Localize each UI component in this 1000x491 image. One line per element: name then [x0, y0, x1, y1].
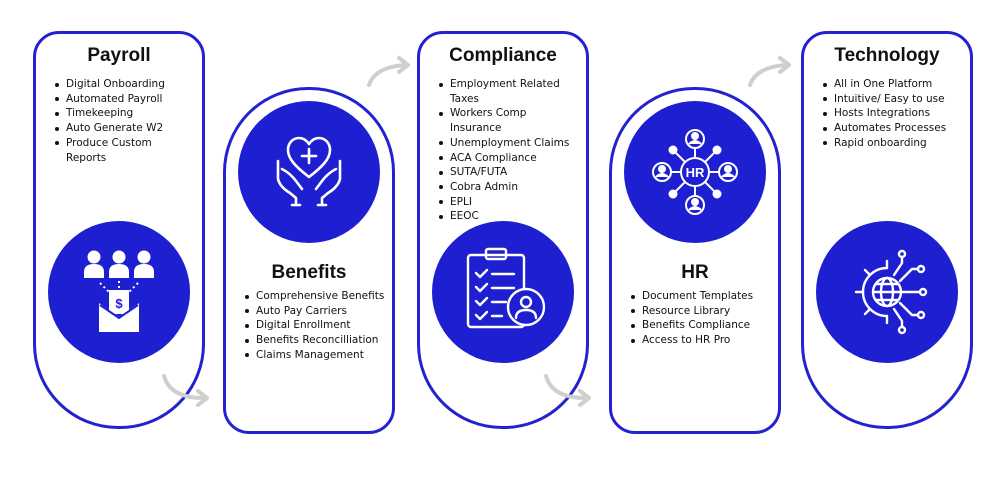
list-item: ACA Compliance: [438, 151, 573, 166]
technology-card: Technology All in One Platform Intuitive…: [801, 31, 973, 429]
list-item: SUTA/FUTA: [438, 165, 573, 180]
arrow-payroll-to-benefits: [162, 374, 209, 407]
technology-icon-circle: [816, 221, 958, 363]
list-item: Digital Enrollment: [244, 318, 394, 333]
benefits-icon-circle: [238, 101, 380, 243]
list-item: Hosts Integrations: [822, 106, 967, 121]
hr-icon-text: HR: [686, 165, 705, 180]
list-item: Benefits Reconcilliation: [244, 333, 394, 348]
list-item: Cobra Admin: [438, 180, 573, 195]
arrow-compliance-to-hr: [544, 374, 591, 407]
list-item: Produce Custom Reports: [54, 136, 194, 165]
compliance-card: Compliance Employment Related Taxes Work…: [417, 31, 589, 429]
list-item: Employment Related Taxes: [438, 77, 573, 106]
payroll-icon-circle: $: [48, 221, 190, 363]
list-item: Resource Library: [630, 304, 780, 319]
card-item-list: All in One Platform Intuitive/ Easy to u…: [822, 77, 967, 151]
list-item: Claims Management: [244, 348, 394, 363]
list-item: Unemployment Claims: [438, 136, 573, 151]
clipboard-checklist-user-icon: [466, 247, 546, 329]
hr-card: HR HR Document Templates Resource Librar…: [609, 87, 781, 434]
card-title: HR: [681, 262, 709, 283]
heart-hands-icon: [276, 136, 342, 207]
gear-globe-circuit-icon: [854, 249, 928, 335]
payroll-card: Payroll Digital Onboarding Automated Pay…: [33, 31, 205, 429]
list-item: Auto Generate W2: [54, 121, 194, 136]
list-item: EPLI: [438, 195, 573, 210]
card-title: Technology: [834, 45, 940, 66]
list-item: Comprehensive Benefits: [244, 289, 394, 304]
list-item: Auto Pay Carriers: [244, 304, 394, 319]
list-item: Intuitive/ Easy to use: [822, 92, 967, 107]
card-item-list: Document Templates Resource Library Bene…: [630, 289, 780, 348]
payroll-employees-envelope-icon: $: [84, 250, 154, 332]
card-title: Payroll: [87, 45, 151, 66]
list-item: EEOC: [438, 209, 573, 224]
card-item-list: Employment Related Taxes Workers Comp In…: [438, 77, 573, 224]
card-title: Benefits: [271, 262, 347, 283]
list-item: Rapid onboarding: [822, 136, 967, 151]
arrow-benefits-to-compliance: [367, 56, 410, 87]
list-item: Timekeeping: [54, 106, 194, 121]
list-item: Workers Comp Insurance: [438, 106, 573, 135]
list-item: All in One Platform: [822, 77, 967, 92]
compliance-icon-circle: [432, 221, 574, 363]
arrow-hr-to-technology: [748, 56, 791, 87]
list-item: Access to HR Pro: [630, 333, 780, 348]
list-item: Automated Payroll: [54, 92, 194, 107]
hr-network-icon: HR: [652, 129, 738, 215]
card-item-list: Digital Onboarding Automated Payroll Tim…: [54, 77, 194, 165]
list-item: Benefits Compliance: [630, 318, 780, 333]
benefits-card: Benefits Comprehensive Benefits Auto Pay…: [223, 87, 395, 434]
list-item: Document Templates: [630, 289, 780, 304]
svg-text:$: $: [115, 296, 123, 311]
card-item-list: Comprehensive Benefits Auto Pay Carriers…: [244, 289, 394, 363]
hr-icon-circle: HR: [624, 101, 766, 243]
card-title: Compliance: [449, 45, 557, 66]
list-item: Digital Onboarding: [54, 77, 194, 92]
list-item: Automates Processes: [822, 121, 967, 136]
